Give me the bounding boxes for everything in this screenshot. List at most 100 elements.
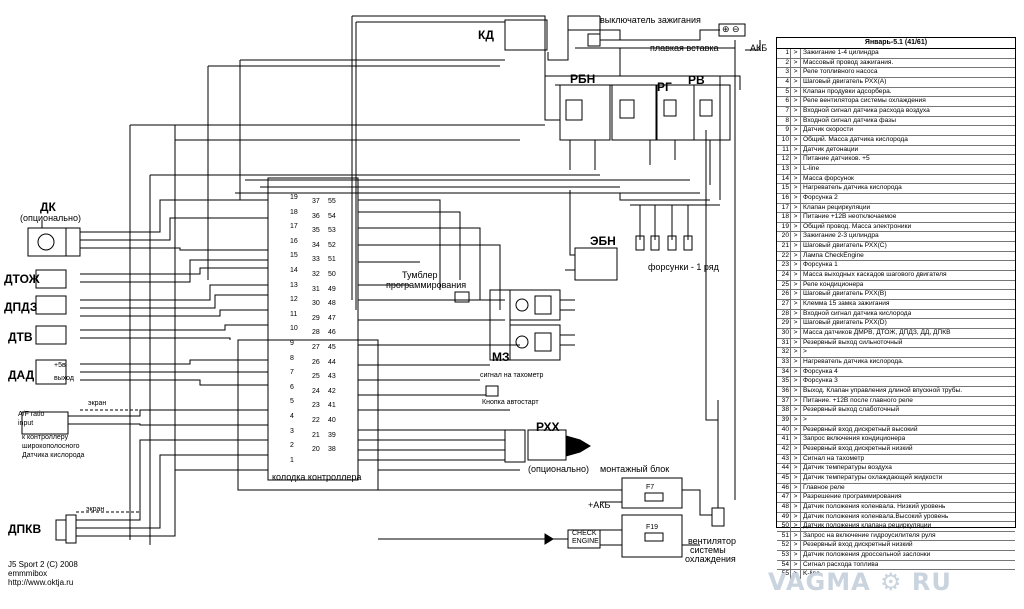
legend-row: 43>Сигнал на тахометр bbox=[777, 454, 1015, 465]
legend-row: 11>Датчик детонации bbox=[777, 145, 1015, 156]
connector-pin: 31 bbox=[312, 285, 320, 293]
check-engine-line1: CHECK bbox=[572, 530, 597, 537]
legend-row-number: 34 bbox=[777, 367, 791, 377]
legend-row: 46>Главное реле bbox=[777, 483, 1015, 494]
legend-row-number: 21 bbox=[777, 242, 791, 251]
connector-pin: 3 bbox=[290, 427, 294, 435]
legend-row-description: Входной сигнал датчика кислорода bbox=[803, 309, 912, 317]
legend-row-description: > bbox=[803, 415, 807, 423]
legend-row-description: Датчик положения коленвала.Высокий урове… bbox=[803, 512, 949, 520]
legend-row: 38>Резервный выход слаботочный bbox=[777, 406, 1015, 416]
legend-row-number: 55 bbox=[777, 570, 791, 580]
legend-row-description: Датчик детонации bbox=[803, 145, 859, 153]
legend-row-description: Общий. Масса датчика кислорода bbox=[803, 135, 908, 143]
dtv-label: ДТВ bbox=[8, 330, 33, 344]
legend-row-description: Клапан рециркуляции bbox=[803, 203, 871, 211]
legend-row-number: 1 bbox=[777, 49, 791, 58]
connector-pin: 52 bbox=[328, 241, 336, 249]
toggle-line2: программирования bbox=[386, 280, 467, 290]
legend-row-arrow: > bbox=[791, 454, 801, 464]
connector-pin: 24 bbox=[312, 387, 320, 395]
ignition-switch-label: выключатель зажигания bbox=[600, 15, 701, 25]
legend-row: 3>Реле топливного насоса bbox=[777, 68, 1015, 78]
legend-row: 36>Выход. Клапан управления длиной впуск… bbox=[777, 386, 1015, 397]
connector-pin: 54 bbox=[328, 212, 336, 220]
fan-line2: системы bbox=[690, 545, 726, 555]
legend-row-arrow: > bbox=[791, 570, 801, 580]
legend-row-number: 46 bbox=[777, 483, 791, 493]
f7-label: F7 bbox=[646, 484, 655, 491]
legend-row-number: 37 bbox=[777, 396, 791, 406]
connector-pin: 12 bbox=[290, 296, 298, 304]
legend-row: 6>Реле вентилятора системы охлаждения bbox=[777, 97, 1015, 107]
legend-row-arrow: > bbox=[791, 106, 801, 116]
connector-pin: 42 bbox=[328, 387, 336, 395]
connector-pin: 46 bbox=[328, 329, 336, 337]
legend-row-number: 26 bbox=[777, 290, 791, 300]
legend-row-description: Масса выходных каскадов шагового двигате… bbox=[803, 271, 947, 279]
connector-pin: 26 bbox=[312, 358, 320, 366]
legend-row-arrow: > bbox=[791, 551, 801, 560]
connector-pin: 45 bbox=[328, 344, 336, 351]
legend-row: 15>Нагреватель датчика кислорода bbox=[777, 184, 1015, 194]
connector-pin: 23 bbox=[312, 402, 320, 410]
legend-row-number: 30 bbox=[777, 329, 791, 338]
kd-label: КД bbox=[478, 28, 494, 42]
legend-row: 45>Датчик температуры охлаждающей жидкос… bbox=[777, 473, 1015, 484]
legend-row-number: 33 bbox=[777, 358, 791, 367]
legend-row-description: Форсунка 4 bbox=[803, 367, 838, 375]
legend-row: 49>Датчик положения коленвала.Высокий ур… bbox=[777, 512, 1015, 523]
legend-row-description: Клемма 15 замка зажигания bbox=[803, 300, 890, 308]
legend-row-number: 39 bbox=[777, 415, 791, 425]
legend-row-number: 45 bbox=[777, 473, 791, 483]
legend-row-description: Датчик температуры воздуха bbox=[803, 464, 892, 472]
legend-row-description: Масса датчиков ДМРВ, ДТОЖ, ДПДЗ, ДД, ДПК… bbox=[803, 329, 951, 337]
legend-title: Январь-5.1 (41/61) bbox=[777, 38, 1015, 49]
connector-pin: 53 bbox=[328, 227, 336, 235]
legend-row-number: 24 bbox=[777, 271, 791, 280]
connector-pin: 7 bbox=[290, 369, 294, 377]
dad-label: ДАД bbox=[8, 368, 35, 382]
legend-row: 51>Запрос на включение гидроусилителя ру… bbox=[777, 531, 1015, 542]
legend-row-number: 19 bbox=[777, 222, 791, 232]
legend-row-number: 18 bbox=[777, 213, 791, 222]
legend-row-arrow: > bbox=[791, 213, 801, 222]
legend-row-description: Питание датчиков. +5 bbox=[803, 155, 870, 163]
legend-row: 17>Клапан рециркуляции bbox=[777, 203, 1015, 214]
legend-row: 44>Датчик температуры воздуха bbox=[777, 464, 1015, 474]
connector-pin: 40 bbox=[328, 417, 336, 424]
legend-row-number: 51 bbox=[777, 531, 791, 541]
legend-row: 27>Клемма 15 замка зажигания bbox=[777, 300, 1015, 310]
legend-row: 9>Датчик скорости bbox=[777, 126, 1015, 136]
legend-row-arrow: > bbox=[791, 541, 801, 551]
legend-row-arrow: > bbox=[791, 290, 801, 300]
connector-pin: 29 bbox=[312, 314, 320, 322]
legend-row-description: Выход. Клапан управления длиной впускной… bbox=[803, 386, 963, 394]
legend-row-description: Датчик скорости bbox=[803, 126, 854, 134]
legend-row: 21>Шаговый двигатель РХХ(С) bbox=[777, 242, 1015, 252]
legend-row-number: 38 bbox=[777, 406, 791, 415]
legend-row-number: 31 bbox=[777, 338, 791, 348]
legend-row: 35>Форсунка 3 bbox=[777, 377, 1015, 387]
tacho-label: сигнал на тахометр bbox=[480, 372, 544, 379]
legend-row-number: 52 bbox=[777, 541, 791, 551]
legend-row-arrow: > bbox=[791, 49, 801, 58]
legend-row-description: > bbox=[803, 348, 807, 356]
fuse-link-label: плавкая вставка bbox=[650, 43, 719, 53]
legend-row-arrow: > bbox=[791, 464, 801, 473]
legend-row-arrow: > bbox=[791, 271, 801, 280]
legend-row-arrow: > bbox=[791, 444, 801, 454]
connector-pin: 34 bbox=[312, 241, 320, 249]
akb-plus-label: +АКБ bbox=[588, 500, 611, 510]
connector-pin: 2 bbox=[290, 442, 294, 450]
rg-label: РГ bbox=[657, 80, 672, 94]
legend-row: 54>Сигнал расхода топлива bbox=[777, 560, 1015, 571]
akb-label: АКБ bbox=[750, 43, 768, 53]
legend-row-arrow: > bbox=[791, 280, 801, 290]
legend-row-number: 22 bbox=[777, 251, 791, 261]
connector-pin: 16 bbox=[290, 237, 298, 245]
legend-row-number: 53 bbox=[777, 551, 791, 560]
legend-row-number: 6 bbox=[777, 97, 791, 106]
